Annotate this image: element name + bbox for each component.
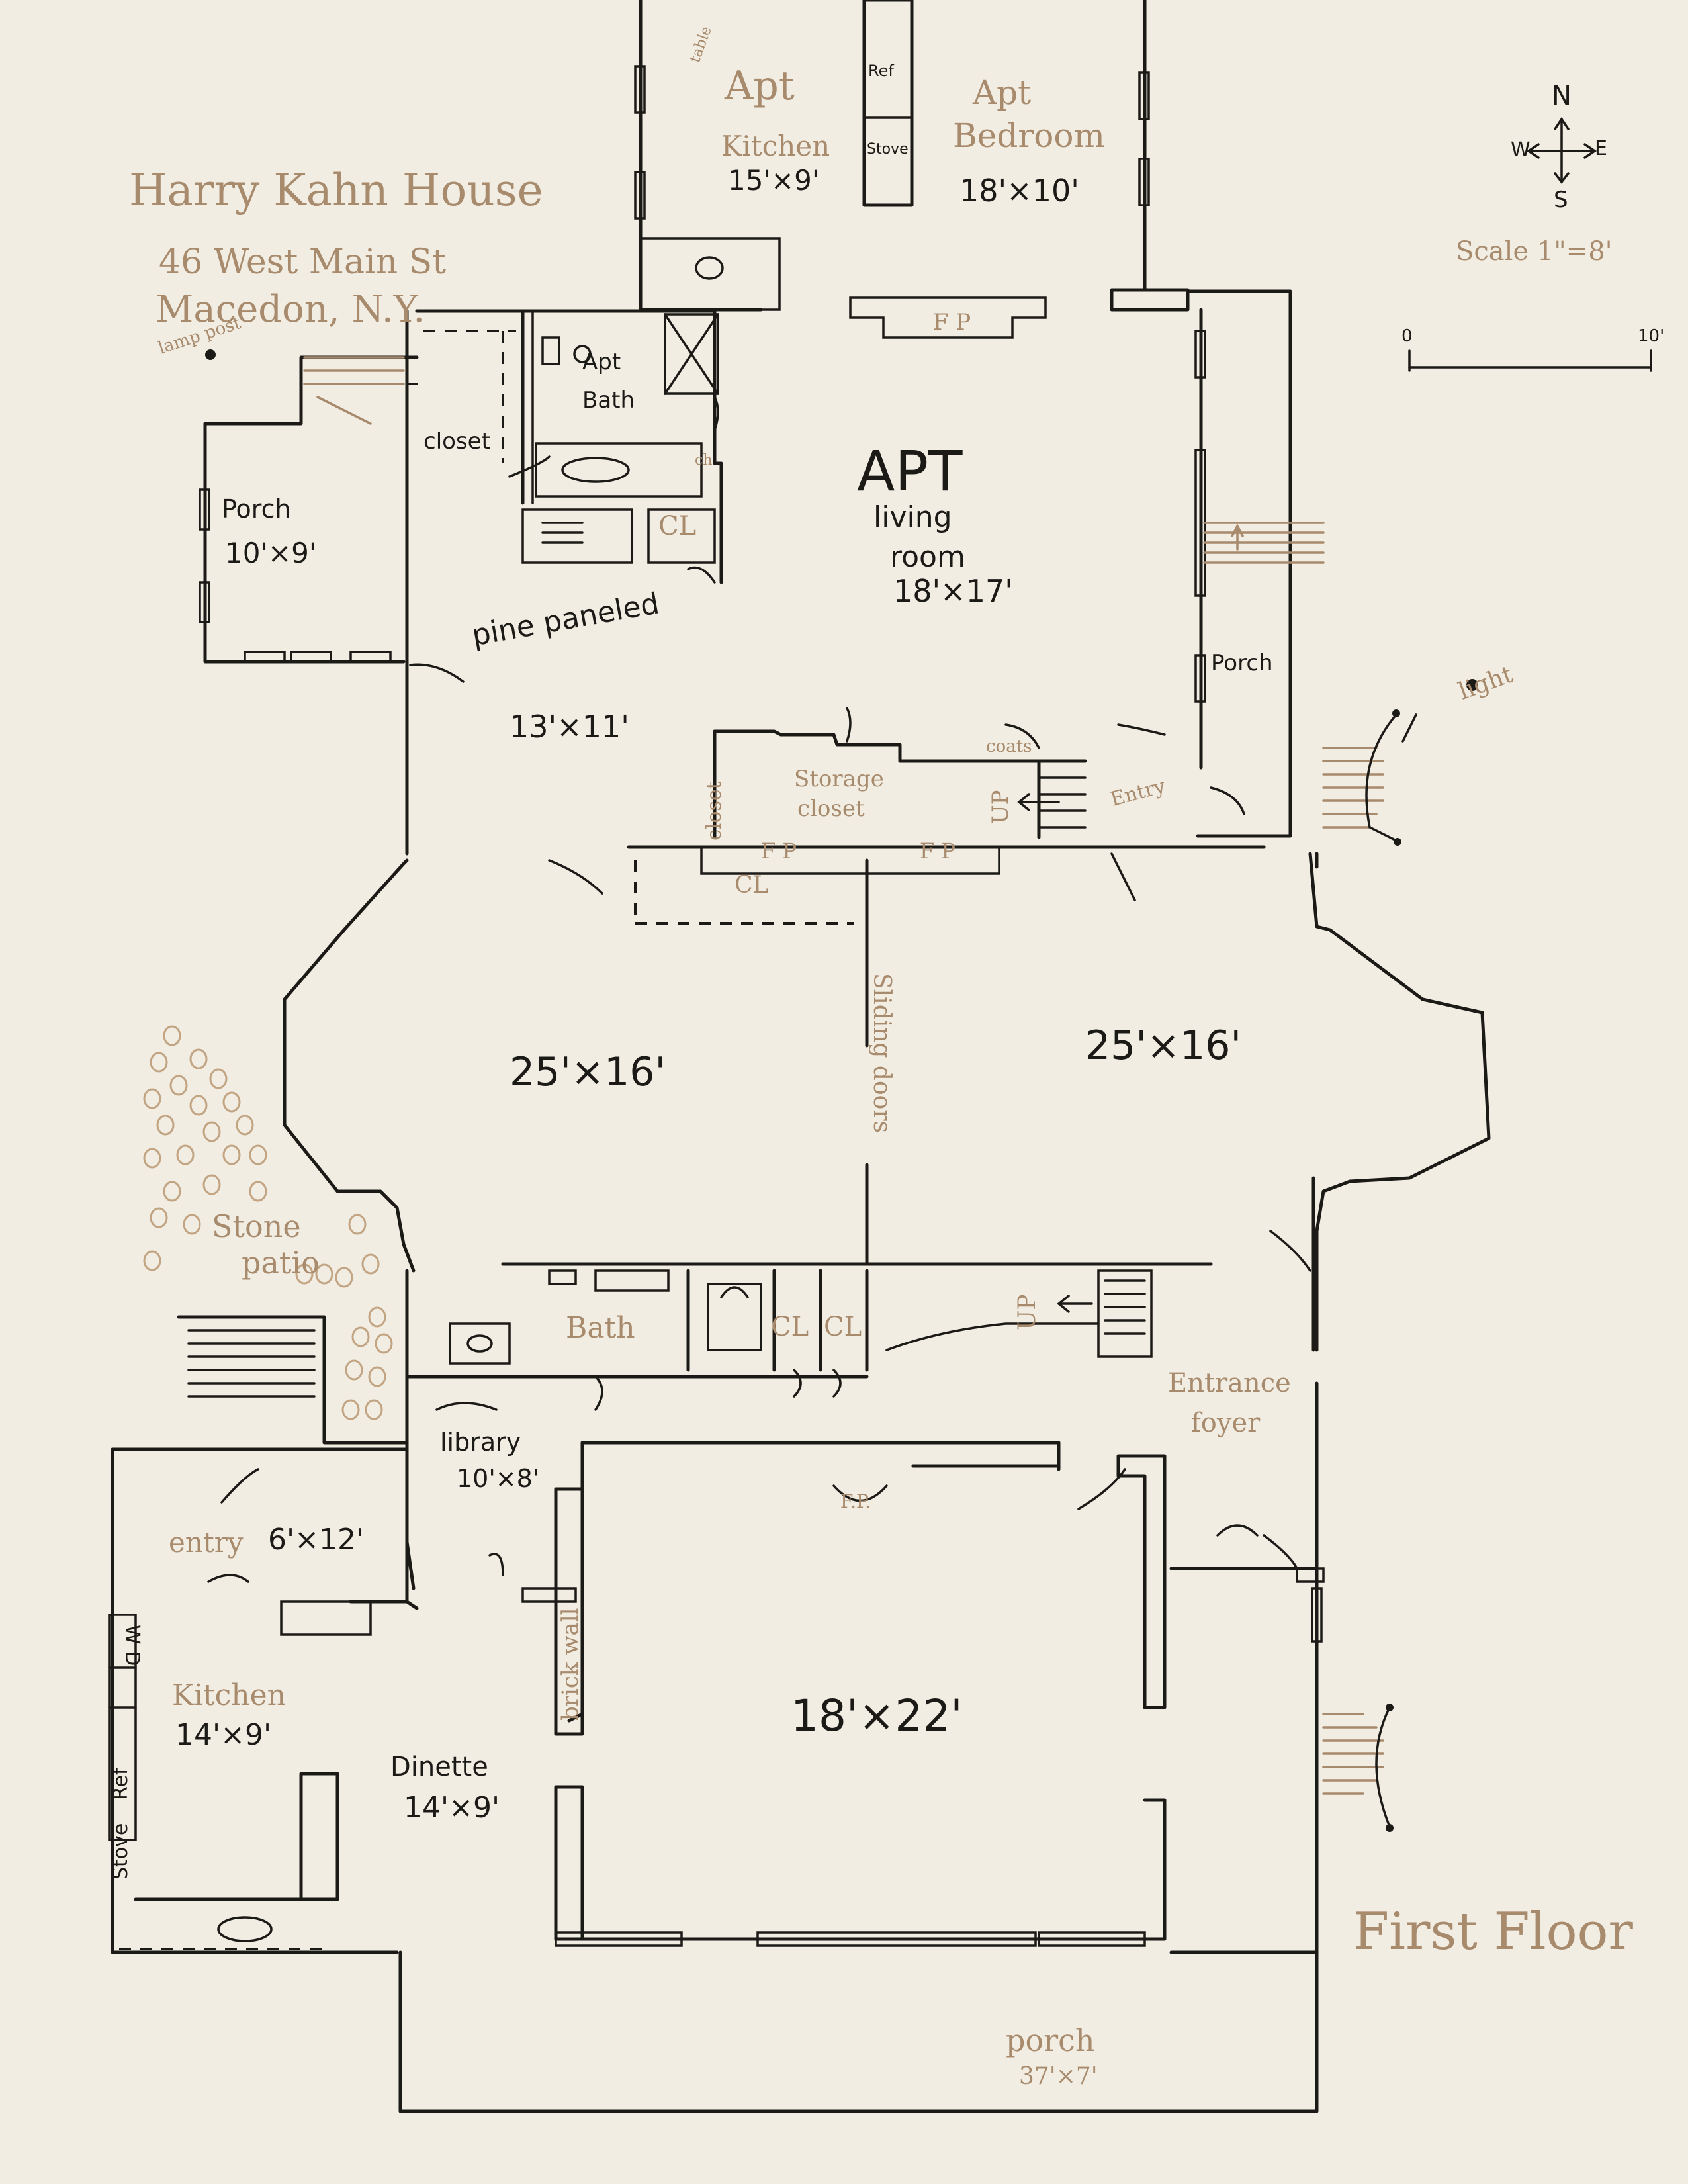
great-room-fp: F.P. <box>840 1490 871 1512</box>
parlor-east-size: 25'×16' <box>1085 1023 1241 1069</box>
compass-west: W <box>1511 138 1531 161</box>
kitchen-size: 14'×9' <box>175 1718 272 1752</box>
apartment-wing-walls <box>199 0 1325 925</box>
coats-label: coats <box>986 737 1032 756</box>
floor-label: First Floor <box>1353 1902 1633 1962</box>
apt-ch-label: ch <box>695 452 713 469</box>
closet-vertical-label: closet <box>703 781 726 841</box>
bath-cl-2: CL <box>824 1312 862 1342</box>
apt-kitchen-name-2: Kitchen <box>721 130 830 162</box>
entrance-foyer-label-2: foyer <box>1191 1408 1261 1438</box>
lamp-post-marker <box>205 349 216 360</box>
compass-east: E <box>1595 137 1607 160</box>
sliding-doors-label: Sliding doors <box>868 973 895 1133</box>
apt-closet-label: closet <box>423 428 490 455</box>
compass-rose-icon <box>1526 116 1597 184</box>
scale-bar <box>1408 349 1652 372</box>
storage-fp-label-2: F P <box>920 839 955 864</box>
light-marker <box>1466 679 1478 691</box>
apt-stove: Stove <box>867 141 909 158</box>
library-size: 10'×8' <box>457 1464 540 1493</box>
main-house-walls <box>283 396 1491 1590</box>
storage-fp-label-1: F P <box>761 839 797 864</box>
kitchen-wd-label: W D <box>120 1625 144 1666</box>
porch-south-name: porch <box>1006 2023 1095 2058</box>
storage-up-label: UP <box>987 790 1014 824</box>
apt-cl-label: CL <box>658 511 697 541</box>
library-name: library <box>440 1428 521 1457</box>
entry-size: 6'×12' <box>268 1523 365 1557</box>
bath-name: Bath <box>566 1311 635 1345</box>
scale-bar-end: 10' <box>1638 326 1665 346</box>
storage-cl-label: CL <box>734 872 769 899</box>
dinette-size: 14'×9' <box>404 1791 500 1825</box>
kitchen-ref-label: Ref <box>109 1768 132 1800</box>
porch-east-name: Porch <box>1211 650 1273 676</box>
apt-bedroom-size: 18'×10' <box>959 173 1079 208</box>
bath-cl-1: CL <box>771 1312 809 1342</box>
apt-living-name-2: living <box>873 500 952 534</box>
lower-house-walls <box>108 709 1417 2113</box>
house-title: Harry Kahn House <box>129 165 543 216</box>
bath-up-label: UP <box>1014 1294 1041 1330</box>
apt-ref: Ref <box>868 62 894 80</box>
compass-south: S <box>1554 187 1568 213</box>
stone-patio-label-2: patio <box>242 1245 320 1281</box>
stone-patio-pebbles <box>143 1025 393 1420</box>
address-line-2: Macedon, N.Y. <box>155 288 425 331</box>
pine-room-size: 13'×11' <box>510 709 629 745</box>
parlor-west-size: 25'×16' <box>510 1049 666 1095</box>
apt-living-size: 18'×17' <box>893 573 1013 609</box>
storage-closet-name-2: closet <box>797 796 865 822</box>
apt-living-name-3: room <box>890 540 965 574</box>
stone-patio-label: Stone <box>212 1208 301 1244</box>
porch-west-name: Porch <box>222 494 291 523</box>
storage-closet-name: Storage <box>794 766 884 792</box>
apt-bath-name: Apt <box>582 349 621 375</box>
apt-fireplace-label: F P <box>933 309 971 336</box>
brick-wall-label: brick wall <box>557 1608 584 1721</box>
kitchen-stove-label: Stove <box>109 1823 132 1880</box>
entry-name: entry <box>169 1526 244 1559</box>
dinette-name: Dinette <box>390 1752 488 1782</box>
address-line-1: 46 West Main St <box>159 242 447 282</box>
apt-bath-name-2: Bath <box>582 387 635 414</box>
entrance-foyer-label: Entrance <box>1168 1368 1291 1398</box>
apt-bedroom-name-2: Bedroom <box>953 116 1105 155</box>
apt-kitchen-size: 15'×9' <box>728 164 820 197</box>
apt-living-name: APT <box>857 439 963 504</box>
apt-kitchen-name: Apt <box>725 63 795 109</box>
scale-bar-start: 0 <box>1401 326 1413 346</box>
compass-north: N <box>1552 81 1572 111</box>
kitchen-name: Kitchen <box>172 1678 286 1712</box>
scale-label: Scale 1"=8' <box>1456 236 1613 267</box>
porch-south-size: 37'×7' <box>1019 2063 1098 2090</box>
great-room-size: 18'×22' <box>791 1690 963 1741</box>
porch-west-size: 10'×9' <box>225 537 317 569</box>
apt-bedroom-name: Apt <box>973 73 1032 112</box>
